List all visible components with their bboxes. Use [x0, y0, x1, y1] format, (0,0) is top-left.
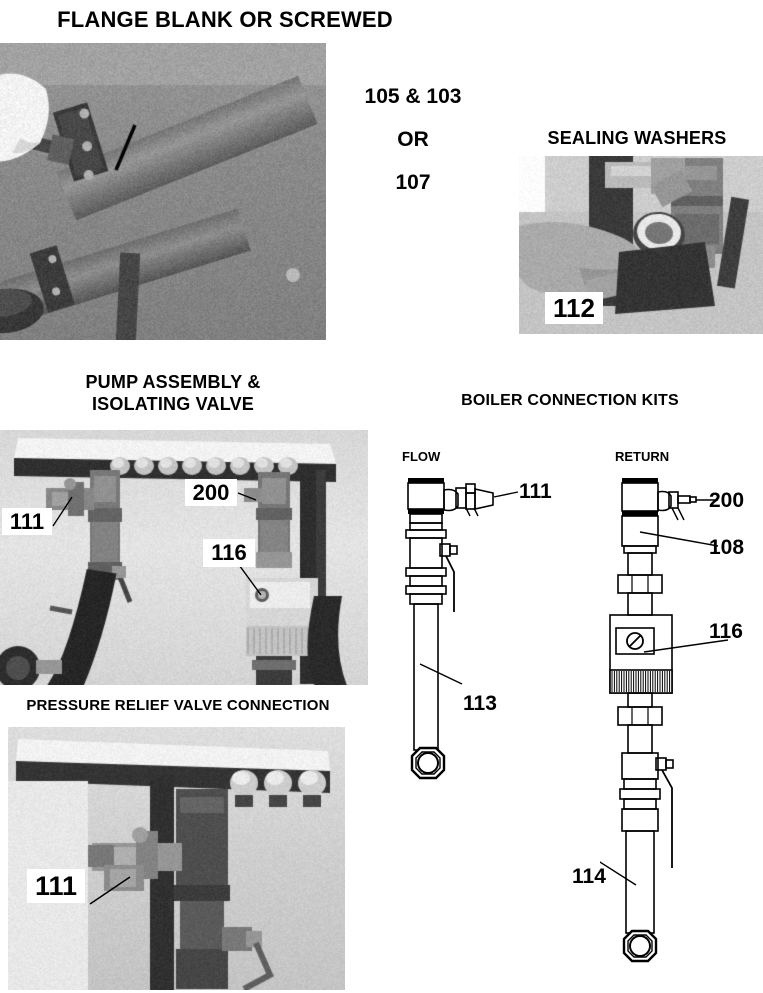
flange-callout-line2: OR	[348, 129, 478, 150]
pump-assembly-title-line1: PUMP ASSEMBLY &	[28, 372, 318, 392]
flange-section-title: FLANGE BLANK OR SCREWED	[30, 8, 420, 33]
flange-callout-line3: 107	[348, 172, 478, 193]
return-label-200: 200	[709, 490, 744, 511]
return-label-108: 108	[709, 537, 744, 558]
return-hex-nut	[624, 931, 656, 961]
return-caption: RETURN	[615, 450, 669, 463]
flow-hex-nut	[412, 748, 444, 778]
sealing-washers-title: SEALING WASHERS	[512, 128, 762, 148]
sealing-washers-label-112: 112	[545, 292, 603, 324]
pump-label-116: 116	[203, 539, 255, 567]
flow-caption: FLOW	[402, 450, 440, 463]
return-label-114: 114	[572, 866, 606, 887]
flow-label-111: 111	[519, 481, 552, 502]
flow-connection-drawing	[390, 470, 550, 800]
pump-label-200: 200	[185, 479, 237, 506]
prv-section-title: PRESSURE RELIEF VALVE CONNECTION	[8, 698, 348, 715]
boiler-connection-kits-title: BOILER CONNECTION KITS	[400, 392, 740, 410]
pump-label-111: 111	[2, 508, 52, 535]
pump-assembly-title-line2: ISOLATING VALVE	[28, 394, 318, 414]
flange-callout-line1: 105 & 103	[348, 86, 478, 107]
prv-label-111: 111	[27, 869, 85, 903]
pump-assembly-leader-lines	[0, 430, 368, 685]
flow-label-113: 113	[463, 693, 497, 714]
prv-leader-line	[8, 727, 345, 990]
flange-blank-or-screwed-photo	[0, 43, 326, 340]
return-label-116: 116	[709, 621, 743, 642]
